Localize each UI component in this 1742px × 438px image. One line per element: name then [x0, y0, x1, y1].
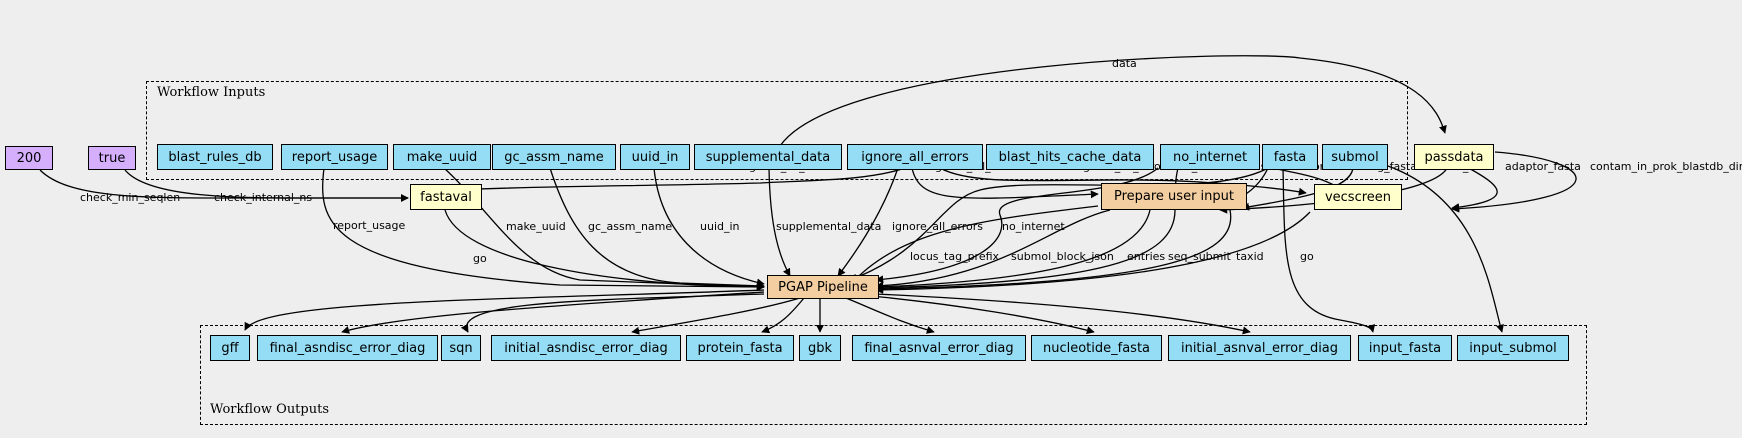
step-node-pgap-pipeline[interactable]: PGAP Pipeline: [767, 275, 879, 299]
edge-contam: [1451, 151, 1577, 213]
step-node-fastaval[interactable]: fastaval: [410, 184, 482, 210]
edge-uuid-in: [653, 167, 765, 287]
edge-label-go-fastaval: go: [473, 252, 487, 265]
edge-ignore-vec: [939, 167, 1307, 196]
edge-adaptor-fasta: [1451, 165, 1498, 212]
default-node-true[interactable]: true: [88, 146, 136, 170]
output-node-initial-asndisc-error-diag[interactable]: initial_asndisc_error_diag: [491, 335, 681, 361]
edge-fasta-out: [1282, 167, 1376, 333]
edge-label-contam: contam_in_prok_blastdb_dir: [1590, 160, 1742, 173]
edge-out-initial-asnval: [875, 293, 1251, 335]
edge-seq-submit: [875, 209, 1176, 292]
edge-out-nucleotide-fasta: [871, 295, 1095, 335]
edge-label-gc-assm-name: gc_assm_name: [588, 220, 673, 233]
edge-label-check-min-seqlen: check_min_seqlen: [80, 191, 181, 204]
edge-label-supplemental-data: supplemental_data: [776, 220, 882, 233]
workflow-inputs-cluster: [146, 81, 1408, 180]
output-node-input-submol[interactable]: input_submol: [1457, 335, 1569, 361]
edge-supplemental-data: [768, 167, 791, 277]
edge-label-adaptor-fasta: adaptor_fasta: [1505, 160, 1581, 173]
edge-label-seq-submit: seq_submit: [1168, 250, 1231, 263]
step-node-vecscreen[interactable]: vecscreen: [1314, 184, 1402, 210]
input-node-make-uuid[interactable]: make_uuid: [393, 144, 491, 170]
edge-label-check-internal-ns: check_internal_ns: [214, 191, 313, 204]
input-node-gc-assm-name[interactable]: gc_assm_name: [492, 144, 616, 170]
default-node-200[interactable]: 200: [5, 146, 53, 170]
edge-label-make-uuid: make_uuid: [506, 220, 566, 233]
edge-label-report-usage: report_usage: [333, 219, 406, 232]
edge-label-ignore-pgap: ignore_all_errors: [892, 220, 984, 233]
edge-gc-assm-name: [549, 167, 765, 290]
edge-ignore-prep: [911, 167, 1099, 199]
output-node-final-asndisc-error-diag[interactable]: final_asndisc_error_diag: [257, 335, 438, 361]
edge-out-final-asndisc: [341, 291, 765, 334]
output-node-input-fasta[interactable]: input_fasta: [1358, 335, 1452, 361]
edge-out-initial-asndisc: [631, 297, 801, 335]
workflow-outputs-label: Workflow Outputs: [210, 402, 329, 417]
output-node-nucleotide-fasta[interactable]: nucleotide_fasta: [1031, 335, 1162, 361]
edge-label-data: data: [1112, 57, 1137, 70]
input-node-fasta[interactable]: fasta: [1262, 144, 1318, 170]
input-node-blast-hits-cache-data[interactable]: blast_hits_cache_data: [986, 144, 1154, 170]
edge-label-uuid-in: uuid_in: [700, 220, 740, 233]
edge-out-final-asnval: [845, 297, 935, 334]
edge-taxid: [875, 209, 1232, 293]
output-node-gff[interactable]: gff: [210, 335, 250, 361]
edge-submol-block-json: [875, 209, 1111, 290]
output-node-protein-fasta[interactable]: protein_fasta: [686, 335, 794, 361]
input-node-report-usage[interactable]: report_usage: [281, 144, 388, 170]
edge-ignore-pgap: [837, 167, 899, 277]
input-node-blast-rules-db[interactable]: blast_rules_db: [157, 144, 273, 170]
edge-go-fastaval: [444, 209, 765, 291]
output-node-final-asnval-error-diag[interactable]: final_asnval_error_diag: [852, 335, 1026, 361]
output-node-gbk[interactable]: gbk: [799, 335, 841, 361]
edge-label-locus-tag-prefix: locus_tag_prefix: [910, 250, 1000, 263]
edge-label-entries: entries: [1127, 250, 1166, 263]
step-node-passdata[interactable]: passdata: [1414, 144, 1494, 170]
edge-label-submol-block-json: submol_block_json: [1011, 250, 1114, 263]
workflow-outputs-cluster: [200, 325, 1587, 425]
edge-check-min-seqlen: [39, 169, 409, 202]
input-node-ignore-all-errors[interactable]: ignore_all_errors: [847, 144, 983, 170]
input-node-uuid-in[interactable]: uuid_in: [620, 144, 690, 170]
output-node-initial-asnval-error-diag[interactable]: initial_asnval_error_diag: [1168, 335, 1351, 361]
edge-label-go-vec: go: [1300, 250, 1314, 263]
input-node-supplemental-data[interactable]: supplemental_data: [694, 144, 842, 170]
edge-label-taxid: taxid: [1236, 250, 1264, 263]
edge-out-protein-fasta: [761, 297, 805, 334]
edge-report-usage: [322, 167, 765, 291]
edge-locus-tag-prefix: [849, 205, 1099, 286]
edge-out-gff: [244, 289, 765, 331]
input-node-no-internet[interactable]: no_internet: [1160, 144, 1260, 170]
workflow-inputs-label: Workflow Inputs: [157, 85, 266, 100]
input-node-submol[interactable]: submol: [1322, 144, 1388, 170]
edge-go-vec: [875, 211, 1311, 294]
output-node-sqn[interactable]: sqn: [441, 335, 481, 361]
edge-data: [779, 55, 1447, 147]
edge-check-internal-ns: [124, 169, 409, 202]
edge-submol-out: [1387, 165, 1504, 333]
step-node-prepare-user-input[interactable]: Prepare user input: [1101, 183, 1247, 210]
edge-label-no-internet-pgap: no_internet: [1002, 220, 1065, 233]
edge-entries: [875, 209, 1151, 291]
edge-out-sqn: [460, 293, 765, 333]
edge-ignore-fastaval: [451, 167, 906, 194]
